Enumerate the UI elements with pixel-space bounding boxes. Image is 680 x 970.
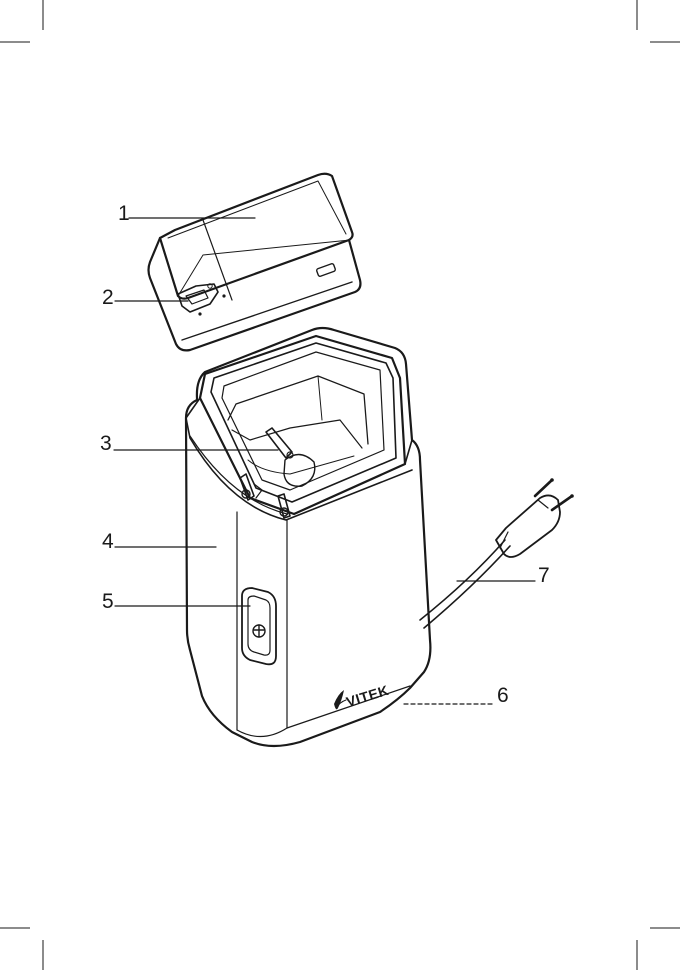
- brand-logo: VITEK: [334, 682, 391, 710]
- leaf-drop-logo: [334, 690, 346, 709]
- bowl-rim: [186, 336, 412, 520]
- callout-3: 3: [100, 432, 112, 455]
- grinding-bowl: [228, 376, 368, 474]
- callout-7: 7: [538, 564, 550, 587]
- callout-4: 4: [102, 530, 114, 553]
- power-cord: [420, 540, 510, 628]
- lid: [149, 174, 361, 351]
- callout-1: 1: [118, 202, 130, 225]
- callout-2: 2: [102, 286, 114, 309]
- padlock-lock-icon: [253, 625, 265, 637]
- grinding-blade: [266, 428, 315, 486]
- power-button[interactable]: [242, 588, 276, 664]
- power-plug: [496, 478, 574, 557]
- callouts: 1 2 3 4 5 6 7: [100, 202, 550, 707]
- brand-name: VITEK: [344, 682, 391, 710]
- callout-5: 5: [102, 590, 114, 613]
- callout-6: 6: [497, 684, 509, 707]
